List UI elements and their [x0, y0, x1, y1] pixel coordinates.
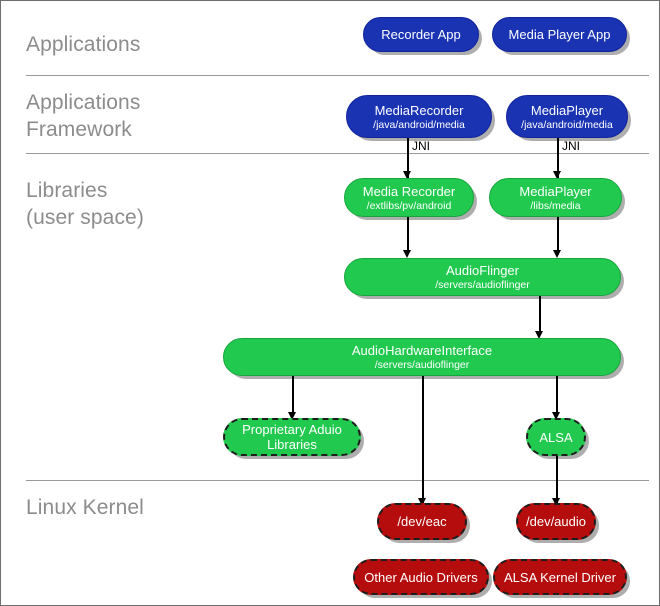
node-other-audio-drivers[interactable]: Other Audio Drivers [353, 559, 489, 595]
arrowhead-jni-left [403, 171, 411, 179]
arrowhead-audioflinger-to-audiohardwareinterface [535, 331, 543, 339]
connector-audioflinger-to-audiohardwareinterface [539, 296, 541, 332]
node-media-player-app[interactable]: Media Player App [492, 17, 627, 52]
node-dev-eac[interactable]: /dev/eac [377, 503, 467, 540]
connector-alsa-to-dev-audio [556, 456, 558, 503]
layer-label-applications: Applications [26, 33, 141, 56]
layer-label-applications-framework: Applications Framework [26, 91, 141, 141]
node-recorder-app[interactable]: Recorder App [363, 17, 479, 52]
separator-framework [26, 153, 649, 154]
node-audiohardwareinterface-title: AudioHardwareInterface [351, 343, 493, 358]
arrowhead-ahi-to-proprietary-libs [288, 412, 296, 420]
node-audiohardwareinterface[interactable]: AudioHardwareInterface /servers/audiofli… [223, 338, 621, 376]
node-proprietary-audio-libraries[interactable]: Proprietary Aduio Libraries [223, 418, 361, 456]
connector-jni-left [407, 138, 409, 178]
arrowhead-mediaplayer-to-audioflinger [553, 250, 561, 258]
node-mediaplayer-framework-title: MediaPlayer [530, 102, 604, 118]
node-audioflinger[interactable]: AudioFlinger /servers/audioflinger [344, 258, 621, 296]
separator-linux-kernel [26, 480, 649, 481]
node-alsa-kernel-driver-title: ALSA Kernel Driver [504, 569, 616, 585]
connector-ahi-to-dev-eac [422, 376, 424, 503]
node-dev-eac-title: /dev/eac [397, 514, 447, 529]
arrowhead-jni-right [553, 171, 561, 179]
node-alsa[interactable]: ALSA [526, 418, 586, 456]
arrowhead-media-recorder-to-audioflinger [403, 250, 411, 258]
connector-ahi-to-alsa [556, 376, 558, 416]
separator-applications [26, 75, 649, 76]
node-mediaplayer-lib-path: /libs/media [530, 199, 581, 212]
node-audioflinger-title: AudioFlinger [446, 263, 519, 278]
connector-jni-right [557, 138, 559, 178]
connector-ahi-to-proprietary-libs [292, 376, 294, 416]
edge-label-jni-left: JNI [412, 139, 430, 153]
layer-label-linux-kernel: Linux Kernel [26, 496, 144, 519]
layer-label-libraries: Libraries (user space) [26, 179, 144, 229]
node-audiohardwareinterface-path: /servers/audioflinger [374, 359, 470, 371]
node-media-player-app-title: Media Player App [508, 27, 611, 42]
node-alsa-kernel-driver[interactable]: ALSA Kernel Driver [493, 559, 627, 595]
node-alsa-title: ALSA [539, 429, 573, 445]
node-mediaplayer-lib-title: MediaPlayer [519, 183, 592, 199]
node-dev-audio-title: /dev/audio [526, 514, 586, 529]
edge-label-jni-right: JNI [562, 139, 580, 153]
node-recorder-app-title: Recorder App [381, 27, 461, 42]
node-media-recorder-lib[interactable]: Media Recorder /extlibs/pv/android [344, 178, 474, 217]
arrowhead-alsa-to-dev-audio [552, 498, 560, 506]
node-other-audio-drivers-title: Other Audio Drivers [364, 569, 478, 585]
node-mediarecorder-framework-path: /java/android/media [373, 118, 465, 131]
node-mediaplayer-framework[interactable]: MediaPlayer /java/android/media [506, 95, 628, 138]
arrowhead-ahi-to-alsa [552, 412, 560, 420]
connector-media-recorder-to-audioflinger [407, 217, 409, 251]
node-mediarecorder-framework[interactable]: MediaRecorder /java/android/media [346, 95, 492, 138]
node-mediaplayer-lib[interactable]: MediaPlayer /libs/media [489, 178, 622, 217]
node-mediaplayer-framework-path: /java/android/media [521, 118, 613, 131]
arrowhead-ahi-to-dev-eac [418, 498, 426, 506]
node-media-recorder-lib-path: /extlibs/pv/android [366, 199, 452, 212]
node-dev-audio[interactable]: /dev/audio [516, 503, 596, 540]
node-audioflinger-path: /servers/audioflinger [435, 279, 530, 291]
node-mediarecorder-framework-title: MediaRecorder [374, 102, 464, 118]
node-proprietary-audio-libraries-title: Proprietary Aduio Libraries [242, 422, 342, 452]
node-media-recorder-lib-title: Media Recorder [362, 183, 456, 199]
connector-mediaplayer-to-audioflinger [557, 217, 559, 251]
